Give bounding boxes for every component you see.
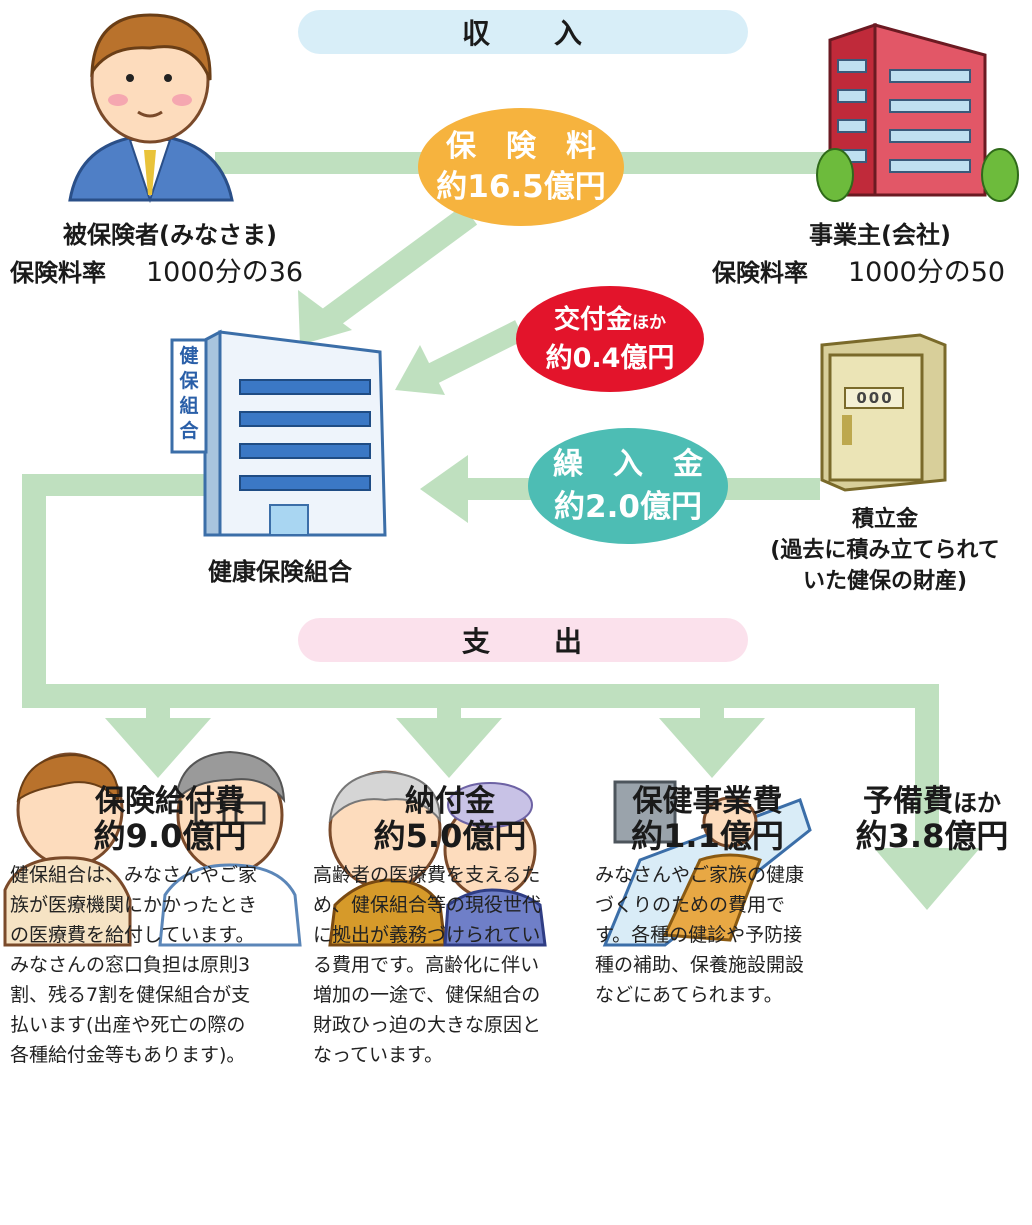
employer-rate-label: 保険料率 [712,259,808,287]
premium-amount: 約16.5億円 [436,169,606,205]
insured-rate-label: 保険料率 [10,259,106,287]
grant-suffix: ほか [632,312,666,333]
transfer-title: 繰 入 金 [553,447,703,482]
income-header-right: 入 [554,17,585,50]
expense-title-health: 保健事業費 約1.1億円 [595,785,820,854]
grant-amount: 約0.4億円 [545,342,675,374]
union-sign: 健 保 組 合 [174,344,204,444]
transfer-amount: 約2.0億円 [554,489,702,525]
employer-rate-value: 1000分の50 [848,257,1006,288]
expense-title: 保険給付費 [95,784,245,819]
expense-title: 保健事業費 [632,784,783,819]
employer-name: 事業主(会社) [809,221,951,249]
employer-label: 事業主(会社) [740,218,1020,252]
expense-title-benefits: 保険給付費 約9.0億円 [40,785,300,854]
reserve-note-line1: (過去に積み立てられて [770,538,1000,563]
reserve-note-line2: いた健保の財産) [802,569,968,594]
expense-header-left: 支 [461,625,492,658]
expense-amount: 約9.0億円 [93,816,247,855]
income-header: 収入 [298,10,748,54]
reserve-label: 積立金 (過去に積み立てられて いた健保の財産) [760,504,1010,597]
grant-bubble: 交付金ほか 約0.4億円 [516,286,704,392]
union-sign-char: 健 [179,345,199,367]
expense-desc-health: みなさんやご家族の健康 づくりのための費用で す。各種の健診や予防接 種の補助、… [595,864,805,1006]
expense-amount: 約3.8億円 [855,816,1009,855]
expense-title: 予備費 [863,784,953,819]
insured-rate-value: 1000分の36 [146,257,304,288]
insured-label: 被保険者(みなさま) [20,218,320,252]
expense-header-right: 出 [554,625,585,658]
union-sign-char: 合 [179,420,199,442]
expense-suffix: ほか [953,789,1001,817]
insured-rate: 保険料率 1000分の36 [10,256,340,290]
expense-title-reserve: 予備費ほか 約3.8億円 [842,785,1022,854]
safe-dial: 000 [856,389,894,407]
expense-amount: 約5.0億円 [373,816,527,855]
grant-title: 交付金 [553,304,632,335]
expense-title: 納付金 [405,784,495,819]
expense-desc-benefits: 健保組合は、みなさんやご家 族が医療機関にかかったとき の医療費を給付しています… [10,864,258,1066]
reserve-name: 積立金 [851,507,918,532]
employer-rate: 保険料率 1000分の50 [712,256,1032,290]
premium-title: 保 険 料 [446,129,596,164]
transfer-bubble: 繰 入 金 約2.0億円 [528,428,728,544]
income-header-left: 収 [461,17,492,50]
expense-amount: 約1.1億円 [631,816,784,855]
union-sign-char: 保 [179,370,199,392]
premium-bubble: 保 険 料 約16.5億円 [418,108,624,226]
union-name: 健康保険組合 [208,558,352,586]
union-sign-char: 組 [179,395,199,417]
expense-desc-contribution: 高齢者の医療費を支えるた め、健保組合等の現役世代 に拠出が義務づけられてい る… [313,864,542,1066]
expense-header: 支出 [298,618,748,662]
insured-name: 被保険者(みなさま) [63,221,277,249]
expense-title-contribution: 納付金 約5.0億円 [330,785,570,854]
